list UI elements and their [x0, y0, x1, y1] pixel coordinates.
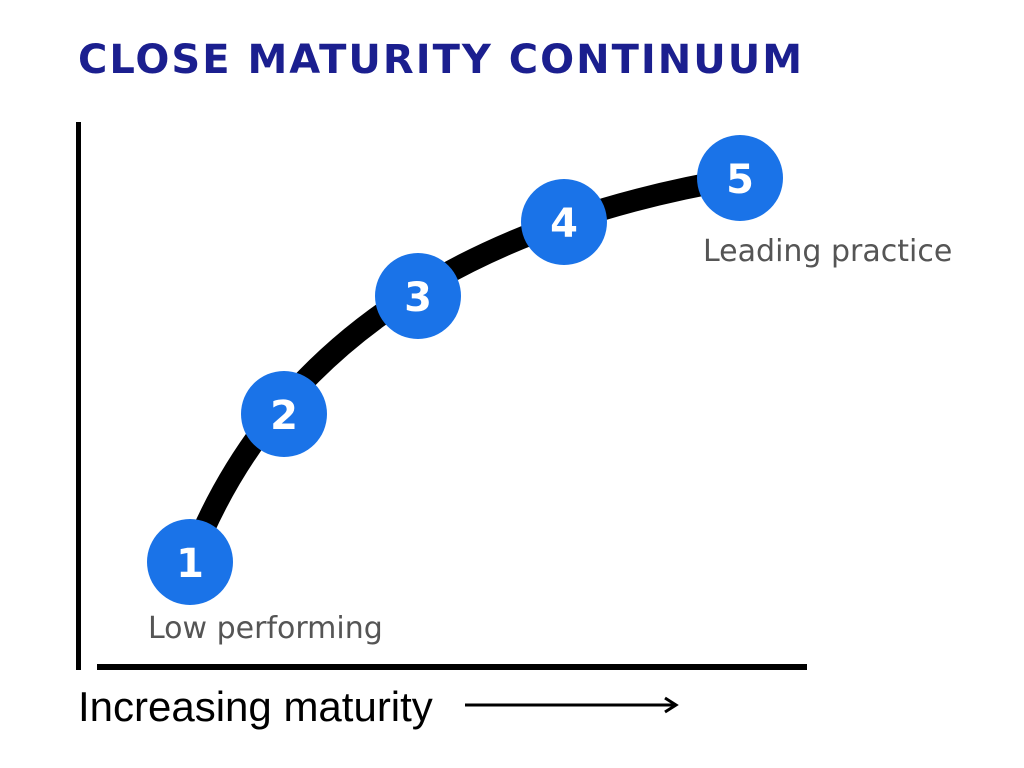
step-node-4-label: 4 [550, 201, 578, 247]
maturity-curve [179, 167, 751, 573]
step-node-5: 5 [697, 135, 783, 221]
step-node-2-label: 2 [270, 393, 298, 439]
page-title: CLOSE MATURITY CONTINUUM [78, 37, 805, 83]
step-node-1-label: 1 [176, 541, 204, 587]
y-axis-line [76, 122, 81, 670]
step-node-3-label: 3 [404, 275, 432, 321]
right-arrow-icon [465, 696, 679, 714]
low-performing-label: Low performing [148, 611, 383, 646]
x-axis-line [97, 664, 807, 670]
step-node-4: 4 [521, 179, 607, 265]
step-node-1: 1 [147, 519, 233, 605]
step-node-2: 2 [241, 371, 327, 457]
step-node-3: 3 [375, 253, 461, 339]
step-node-5-label: 5 [726, 157, 754, 203]
leading-practice-label: Leading practice [703, 234, 953, 269]
x-axis-label: Increasing maturity [78, 683, 433, 730]
